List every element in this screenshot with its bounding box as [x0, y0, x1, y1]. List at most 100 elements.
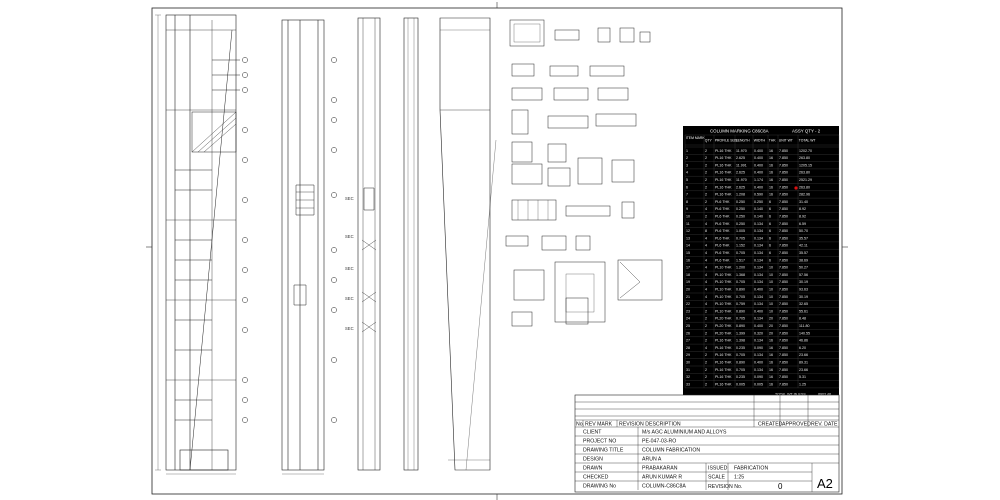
bom-cell: 0.400	[754, 185, 763, 189]
bom-marker-red	[794, 186, 798, 190]
bom-cell: 282.96	[799, 193, 810, 197]
bom-cell: PL10 THK	[715, 280, 732, 284]
bom-cell: 0.134	[754, 317, 763, 321]
bom-cell: 16	[769, 368, 773, 372]
column-elevation-taper	[439, 17, 497, 471]
bom-cell: 0.134	[754, 251, 763, 255]
bom-cell: 55.61	[799, 309, 808, 313]
bom-cell: 0.320	[754, 331, 763, 335]
bom-cell: 7.850	[779, 193, 788, 197]
bom-cell: 0.250	[736, 215, 745, 219]
bom-header-cell: TOTAL WT	[799, 139, 816, 143]
bom-cell: 0.005	[754, 382, 763, 386]
bom-cell: 0.134	[754, 229, 763, 233]
bom-cell: 28	[686, 346, 690, 350]
bom-cell: 14	[686, 244, 690, 248]
bom-cell: 6	[686, 185, 688, 189]
bom-cell: 0.090	[754, 346, 763, 350]
sheet-size: A2	[817, 476, 833, 491]
bom-cell: 7.850	[779, 288, 788, 292]
bom-cell: PL16 THK	[715, 346, 732, 350]
drawing-title-value: COLUMN FABRICATION	[642, 448, 700, 454]
bom-cell: 16	[769, 171, 773, 175]
bom-cell: 31	[686, 368, 690, 372]
client-value: M/s AGC ALUMINIUM AND ALLOYS	[642, 430, 727, 436]
bom-cell: PL6 THK	[715, 200, 730, 204]
bom-cell: 8	[705, 229, 707, 233]
bom-cell: 7.850	[779, 266, 788, 270]
bom-cell: 25	[686, 324, 690, 328]
bom-cell: 1.368	[736, 273, 745, 277]
bom-header-cell: UNIT WT	[779, 139, 793, 143]
bom-cell: 5.31	[799, 375, 806, 379]
bom-cell: PL6 THK	[715, 229, 730, 233]
bom-cell: 263.80	[799, 185, 810, 189]
bom-cell: 5	[686, 178, 688, 182]
bom-cell: 6	[769, 200, 771, 204]
column-elevation-web	[403, 17, 419, 471]
bom-cell: PL16 THK	[715, 339, 732, 343]
bom-cell: 32.65	[799, 302, 808, 306]
stiffener-ticks-main	[175, 59, 240, 421]
bom-cell: 0.705	[736, 236, 745, 240]
bom-cell: 2	[705, 149, 707, 153]
bom-cell: 0.890	[736, 288, 745, 292]
bom-cell: 4	[705, 258, 707, 262]
bom-cell: PL6 THK	[715, 215, 730, 219]
bom-cell: 0.134	[754, 368, 763, 372]
bom-cell: 10	[769, 273, 773, 277]
bom-cell: 4	[705, 302, 707, 306]
bom-cell: 0.400	[754, 324, 763, 328]
drawing-no-value: COLUMN-C86C8A	[642, 484, 686, 490]
bom-grid	[684, 134, 840, 388]
bom-cell: 7.850	[779, 375, 788, 379]
bom-cell: 7.850	[779, 331, 788, 335]
bom-cell: 32	[686, 375, 690, 379]
bom-cell: 2.625	[736, 171, 745, 175]
bom-cell: 2	[705, 331, 707, 335]
svg-text:SEC: SEC	[345, 266, 354, 271]
bom-cell: 7.850	[779, 295, 788, 299]
bom-cell: 7.850	[779, 339, 788, 343]
bom-cell: 4	[705, 244, 707, 248]
bom-cell: 4	[705, 251, 707, 255]
bom-cell: 2	[686, 156, 688, 160]
bom-cell: 1.174	[754, 178, 763, 182]
bom-cell: 10	[769, 309, 773, 313]
bom-cell: 4	[705, 295, 707, 299]
bom-cell: 7.850	[779, 244, 788, 248]
bom-cell: PL16 THK	[715, 149, 732, 153]
bom-cell: 4	[705, 280, 707, 284]
bom-cell: 1.517	[736, 258, 745, 262]
bom-cell: 26	[686, 331, 690, 335]
bom-cell: 6.20	[799, 346, 806, 350]
bom-cell: 16	[769, 193, 773, 197]
drawn-value: PRABAKARAN	[642, 466, 678, 472]
bom-cell: 7.850	[779, 236, 788, 240]
checked-value: ARUN KUMAR R	[642, 475, 682, 481]
bom-cell: 7.850	[779, 324, 788, 328]
bom-cell: 6	[769, 251, 771, 255]
title-block: No. REV MARK REVISION DESCRIPTION CREATE…	[574, 394, 840, 493]
bom-cell: 4	[705, 266, 707, 270]
bom-cell: 1205.15	[799, 163, 812, 167]
bom-cell: 20	[769, 317, 773, 321]
bom-cell: 4	[705, 288, 707, 292]
bom-cell: 7.850	[779, 258, 788, 262]
bom-cell: 35.57	[799, 251, 808, 255]
bom-cell: 10	[769, 295, 773, 299]
bom-cell: PL16 THK	[715, 185, 732, 189]
bom-cell: 7.850	[779, 361, 788, 365]
bom-cell: 0.250	[736, 222, 745, 226]
bom-table: COLUMN MARKING C86C8A ASSY QTY - 2 ITEM …	[683, 126, 840, 398]
bom-cell: 4	[705, 222, 707, 226]
bom-cell: 33	[686, 382, 690, 386]
callout-bubbles-main	[242, 57, 248, 423]
bom-cell: 6	[769, 229, 771, 233]
bom-cell: 7.850	[779, 353, 788, 357]
bom-cell: 10	[769, 288, 773, 292]
bom-cell: 7.850	[779, 200, 788, 204]
bom-cell: 29	[686, 353, 690, 357]
bom-cell: 0.890	[736, 324, 745, 328]
bom-cell: 17	[686, 266, 690, 270]
